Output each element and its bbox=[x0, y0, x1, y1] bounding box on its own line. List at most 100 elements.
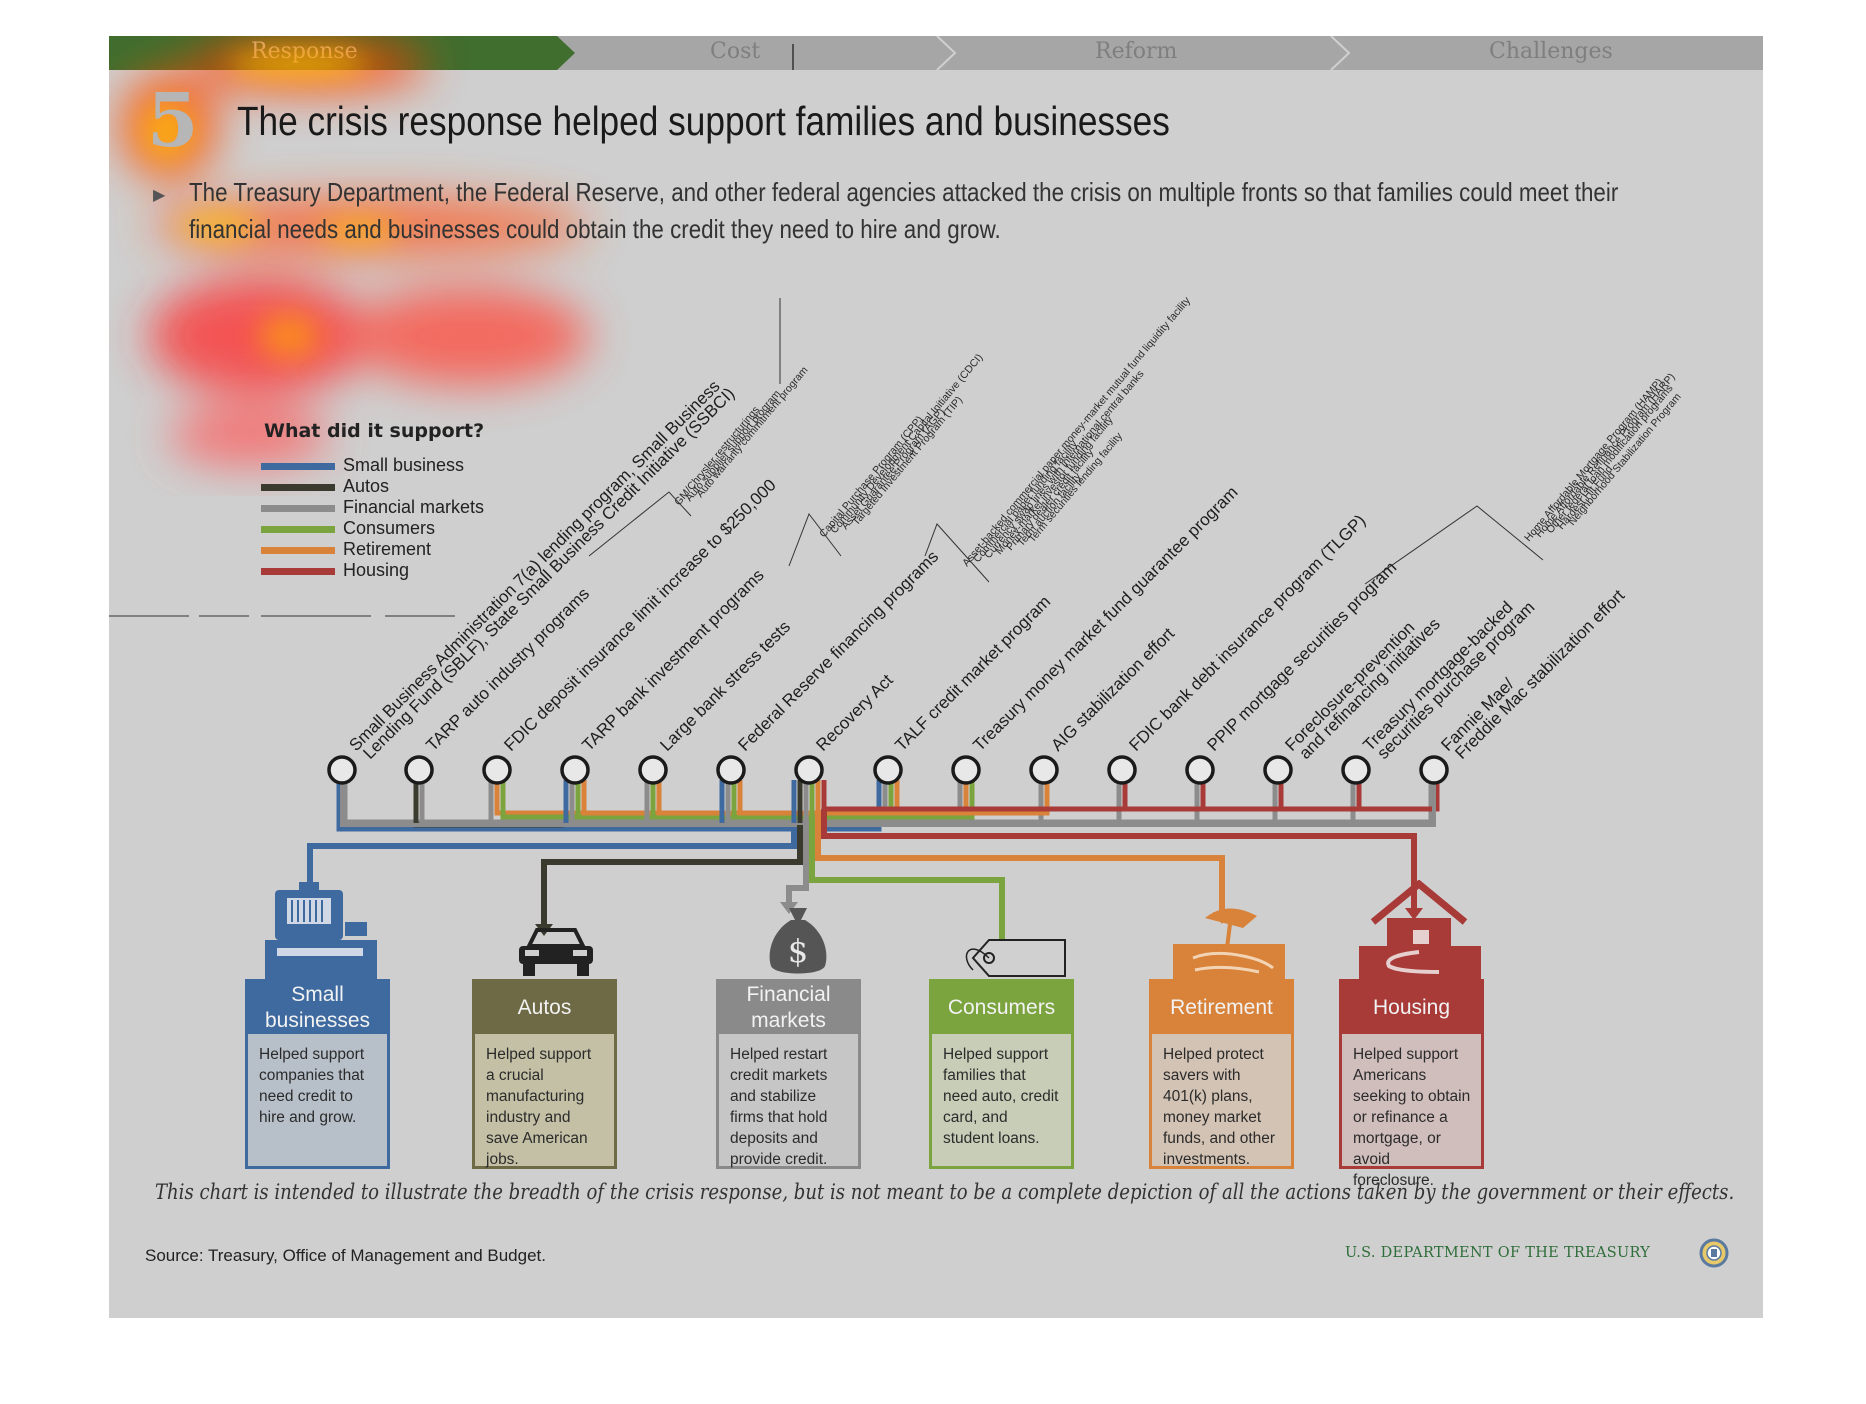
house-icon bbox=[1359, 880, 1481, 980]
category-description: Helped restart credit markets and stabil… bbox=[730, 1046, 828, 1168]
program-node bbox=[951, 755, 981, 785]
bus-line bbox=[581, 780, 818, 816]
legend-swatch bbox=[261, 505, 335, 512]
money-bag-icon: $ bbox=[769, 908, 827, 974]
program-node bbox=[1185, 755, 1215, 785]
page-title: The crisis response helped support famil… bbox=[237, 98, 1170, 144]
bus-line bbox=[806, 780, 1434, 825]
category-heading: Retirement bbox=[1152, 982, 1291, 1034]
nav-tab-reform[interactable]: Reform bbox=[1095, 39, 1178, 64]
treasury-seal-icon bbox=[1699, 1238, 1729, 1268]
program-node bbox=[482, 755, 512, 785]
program-labels: Small Business Administration 7(a) lendi… bbox=[345, 377, 1628, 763]
price-tag-icon bbox=[965, 939, 1066, 977]
agency-name: U.S. DEPARTMENT OF THE TREASURY bbox=[1345, 1245, 1651, 1261]
program-node bbox=[638, 755, 668, 785]
legend-label: Small business bbox=[343, 455, 465, 475]
category-description: Helped protect savers with 401(k) plans,… bbox=[1163, 1046, 1276, 1168]
category-box-retirement: Retirement Helped protect savers with 40… bbox=[1149, 979, 1294, 1169]
program-node bbox=[1263, 755, 1293, 785]
program-nodes bbox=[327, 755, 1449, 785]
chart-caption: This chart is intended to illustrate the… bbox=[155, 1180, 1735, 1204]
category-heading-line1: Housing bbox=[1372, 996, 1451, 1019]
category-description: Helped support a crucial manufacturing i… bbox=[486, 1046, 592, 1168]
svg-text:$: $ bbox=[788, 932, 808, 970]
callout-line bbox=[1364, 505, 1544, 585]
page-subtitle: The Treasury Department, the Federal Res… bbox=[189, 177, 1619, 244]
category-heading-line2: businesses bbox=[264, 1009, 371, 1032]
program-node bbox=[404, 755, 434, 785]
category-heading: Autos bbox=[475, 982, 614, 1034]
program-node bbox=[1107, 755, 1137, 785]
car-icon bbox=[519, 928, 593, 976]
program-node bbox=[716, 755, 746, 785]
program-bus-lines bbox=[336, 780, 1440, 832]
legend-swatch bbox=[261, 484, 335, 491]
legend-label: Autos bbox=[343, 476, 390, 496]
category-box-consumers: Consumers Helped support families that n… bbox=[929, 979, 1074, 1169]
slide: Response Cost Reform Challenges 5 The cr… bbox=[109, 36, 1763, 1318]
legend-label: Financial markets bbox=[343, 497, 485, 517]
category-box-small-businesses: Small businesses Helped support companies… bbox=[245, 979, 390, 1169]
program-label: Recovery Act bbox=[812, 670, 896, 754]
section-number: 5 bbox=[147, 78, 199, 164]
program-label: FDIC deposit insurance limit increase to… bbox=[500, 475, 779, 754]
source-note: Source: Treasury, Office of Management a… bbox=[145, 1246, 546, 1265]
category-heading-line1: Consumers bbox=[947, 996, 1056, 1019]
cash-register-icon bbox=[265, 882, 377, 980]
detail-callouts bbox=[588, 298, 1544, 585]
category-heading: Housing bbox=[1342, 982, 1481, 1034]
bus-line bbox=[725, 780, 806, 825]
callout-line bbox=[788, 512, 842, 567]
trunk-line bbox=[541, 825, 803, 924]
category-heading-line2: markets bbox=[751, 1009, 826, 1032]
trunk-lines bbox=[301, 809, 1423, 952]
legend-title: What did it support? bbox=[264, 420, 485, 442]
program-node bbox=[560, 755, 590, 785]
callout-line bbox=[924, 523, 990, 583]
beach-umbrella-icon bbox=[1173, 908, 1285, 982]
bus-line bbox=[731, 780, 812, 820]
bullet-arrow-icon: ▶ bbox=[153, 187, 166, 204]
program-node bbox=[794, 755, 824, 785]
category-heading: Consumers bbox=[932, 982, 1071, 1034]
legend-label: Consumers bbox=[343, 518, 436, 538]
trunk-line bbox=[786, 822, 809, 902]
program-label: Small Business Administration 7(a) lendi… bbox=[345, 377, 723, 755]
category-box-autos: Autos Helped support a crucial manufactu… bbox=[472, 979, 617, 1169]
program-node bbox=[1341, 755, 1371, 785]
nav-tab-challenges[interactable]: Challenges bbox=[1489, 39, 1613, 64]
arrow-head bbox=[1405, 908, 1423, 920]
category-heading-line1: Retirement bbox=[1170, 996, 1273, 1019]
program-detail-label: Neighborhood Stabilization Program bbox=[1566, 391, 1684, 528]
legend-label: Housing bbox=[343, 560, 410, 580]
bus-line bbox=[818, 780, 1050, 816]
bus-line bbox=[563, 780, 794, 832]
program-label: TALF credit market program bbox=[891, 592, 1054, 755]
program-label: Large bank stress tests bbox=[656, 617, 794, 755]
category-description: Helped support Americans seeking to obta… bbox=[1353, 1046, 1471, 1189]
program-flow-diagram: Small Business Administration 7(a) lendi… bbox=[109, 294, 1684, 952]
program-label-line2: Freddie Mac stabilization effort bbox=[1451, 586, 1628, 763]
legend-swatch bbox=[261, 568, 335, 575]
category-heading-line1: Financial bbox=[746, 983, 831, 1006]
legend-swatch bbox=[261, 526, 335, 533]
callout-line bbox=[588, 491, 692, 557]
program-node bbox=[1029, 755, 1059, 785]
nav-tab-cost[interactable]: Cost bbox=[710, 39, 761, 64]
trunk-line bbox=[815, 813, 1225, 912]
trunk-line bbox=[809, 817, 1005, 940]
bus-line bbox=[824, 780, 1440, 812]
program-node bbox=[327, 755, 357, 785]
program-node bbox=[1419, 755, 1449, 785]
category-heading-line1: Small bbox=[291, 983, 344, 1006]
bus-frame-line bbox=[340, 780, 1436, 827]
bus-line bbox=[719, 780, 794, 832]
bus-line bbox=[812, 780, 975, 820]
program-node bbox=[873, 755, 903, 785]
category-box-financial-markets: Financial markets Helped restart credit m… bbox=[716, 979, 861, 1169]
category-description: Helped support companies that need credi… bbox=[259, 1046, 365, 1126]
category-heading: Small businesses bbox=[248, 982, 387, 1034]
category-box-housing: Housing Helped support Americans seeking… bbox=[1339, 979, 1484, 1189]
